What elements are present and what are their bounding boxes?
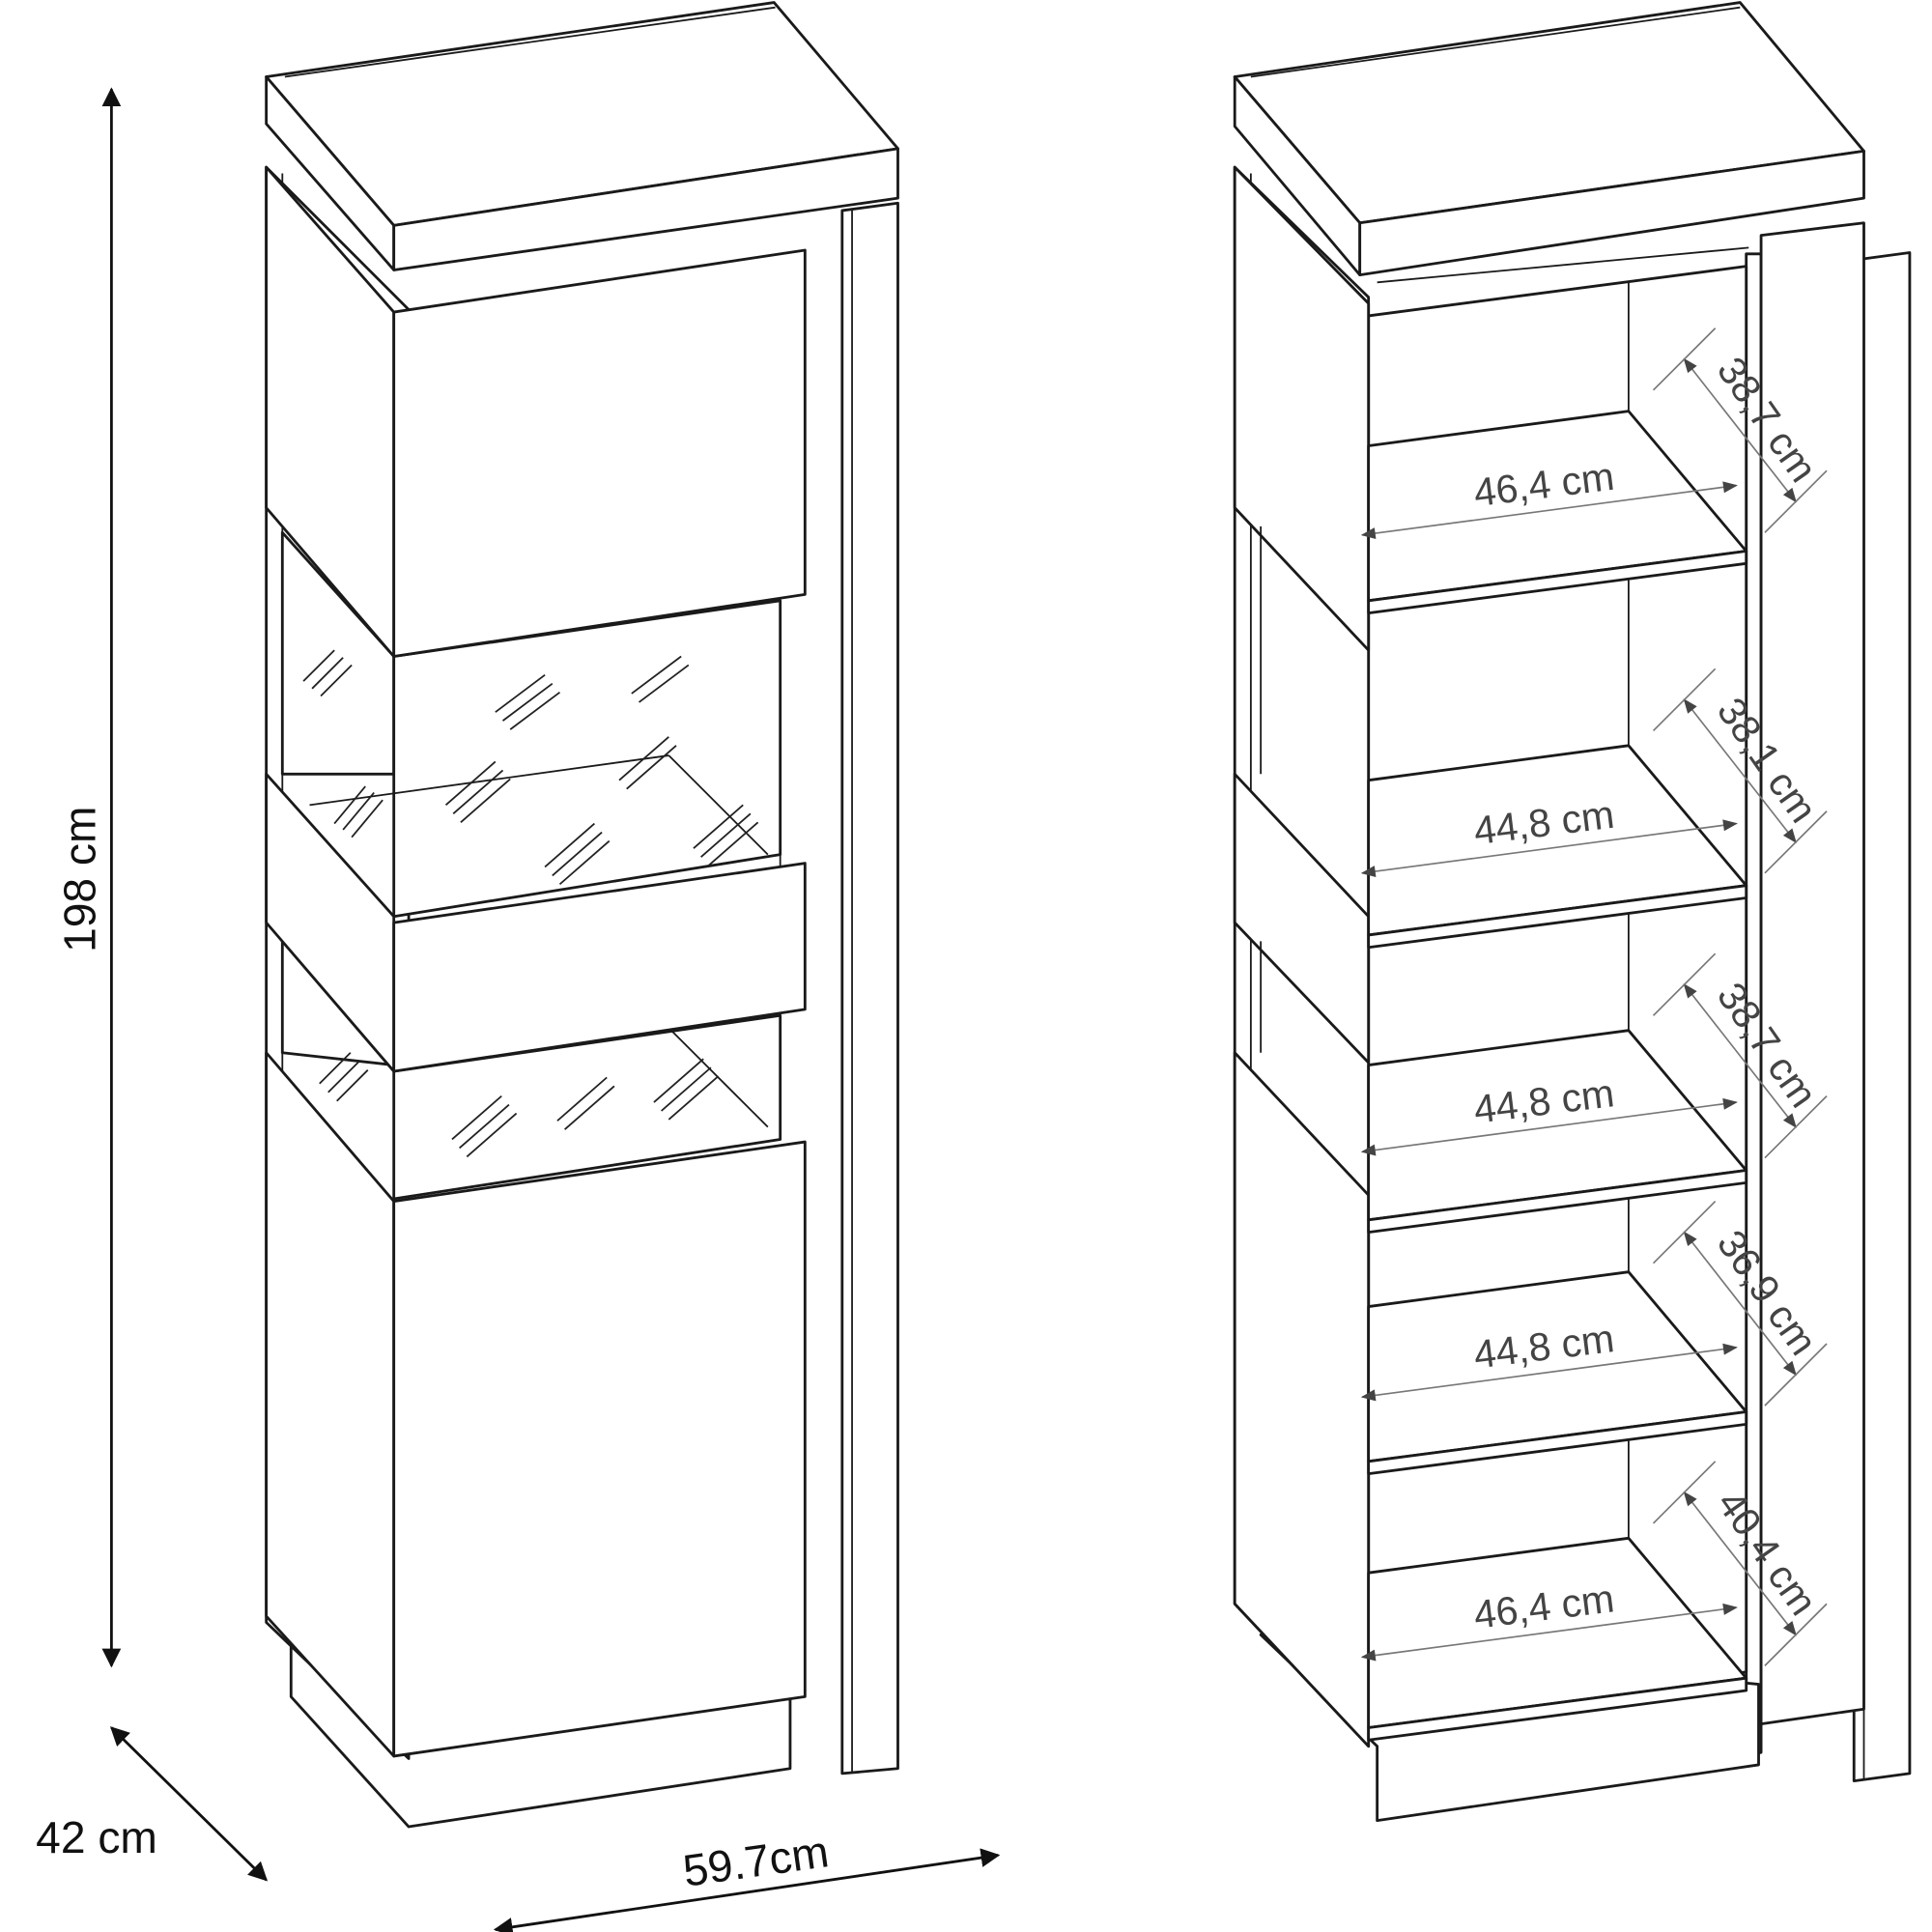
open-cabinet-view xyxy=(1233,1,1912,1823)
glass-reflection-marks xyxy=(302,649,759,1158)
shelf-height-arrow xyxy=(1683,983,1797,1128)
depth-dimension: 42 cm xyxy=(36,1726,269,1882)
width-label: 59.7cm xyxy=(680,1826,832,1896)
shelf-edge xyxy=(1367,1169,1748,1235)
width-dimension: 59.7cm xyxy=(493,1826,1001,1932)
depth-label: 42 cm xyxy=(36,1812,157,1862)
closed-cabinet-view xyxy=(265,1,899,1829)
shelf-edge xyxy=(1367,1676,1748,1742)
shelf-width-arrow xyxy=(1360,1603,1738,1662)
shelf-edge xyxy=(1367,550,1748,615)
height-dimension: 198 cm xyxy=(55,87,122,1668)
shelf-width-arrow xyxy=(1360,1097,1738,1156)
height-label: 198 cm xyxy=(55,807,105,952)
shelf-height-arrow xyxy=(1683,1491,1797,1636)
shelf-width-arrow xyxy=(1360,819,1738,878)
shelf-edge xyxy=(1367,884,1748,950)
shelf-height-arrow xyxy=(1683,698,1797,843)
shelf-width-arrow xyxy=(1360,1343,1738,1402)
shelf-height-arrow xyxy=(1683,357,1797,503)
shelf-edge xyxy=(1367,1410,1748,1476)
shelf-width-arrow xyxy=(1360,481,1738,540)
shelf-height-arrow xyxy=(1683,1231,1797,1377)
